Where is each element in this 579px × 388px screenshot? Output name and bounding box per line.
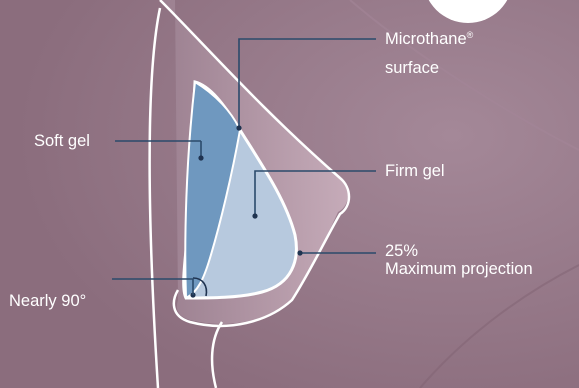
- surface-label: surface: [385, 57, 439, 79]
- microthane-label: Microthane®: [385, 28, 473, 50]
- projection-dot: [297, 250, 302, 255]
- angle-label: Nearly 90°: [9, 290, 86, 312]
- soft-gel-dot: [198, 155, 203, 160]
- registered-mark: ®: [467, 30, 474, 40]
- soft-gel-label: Soft gel: [34, 130, 90, 152]
- microthane-dot: [236, 125, 241, 130]
- microthane-label-text: Microthane: [385, 30, 467, 48]
- firm-gel-label: Firm gel: [385, 160, 445, 182]
- firm-gel-dot: [252, 213, 257, 218]
- projection-label: Maximum projection: [385, 258, 533, 280]
